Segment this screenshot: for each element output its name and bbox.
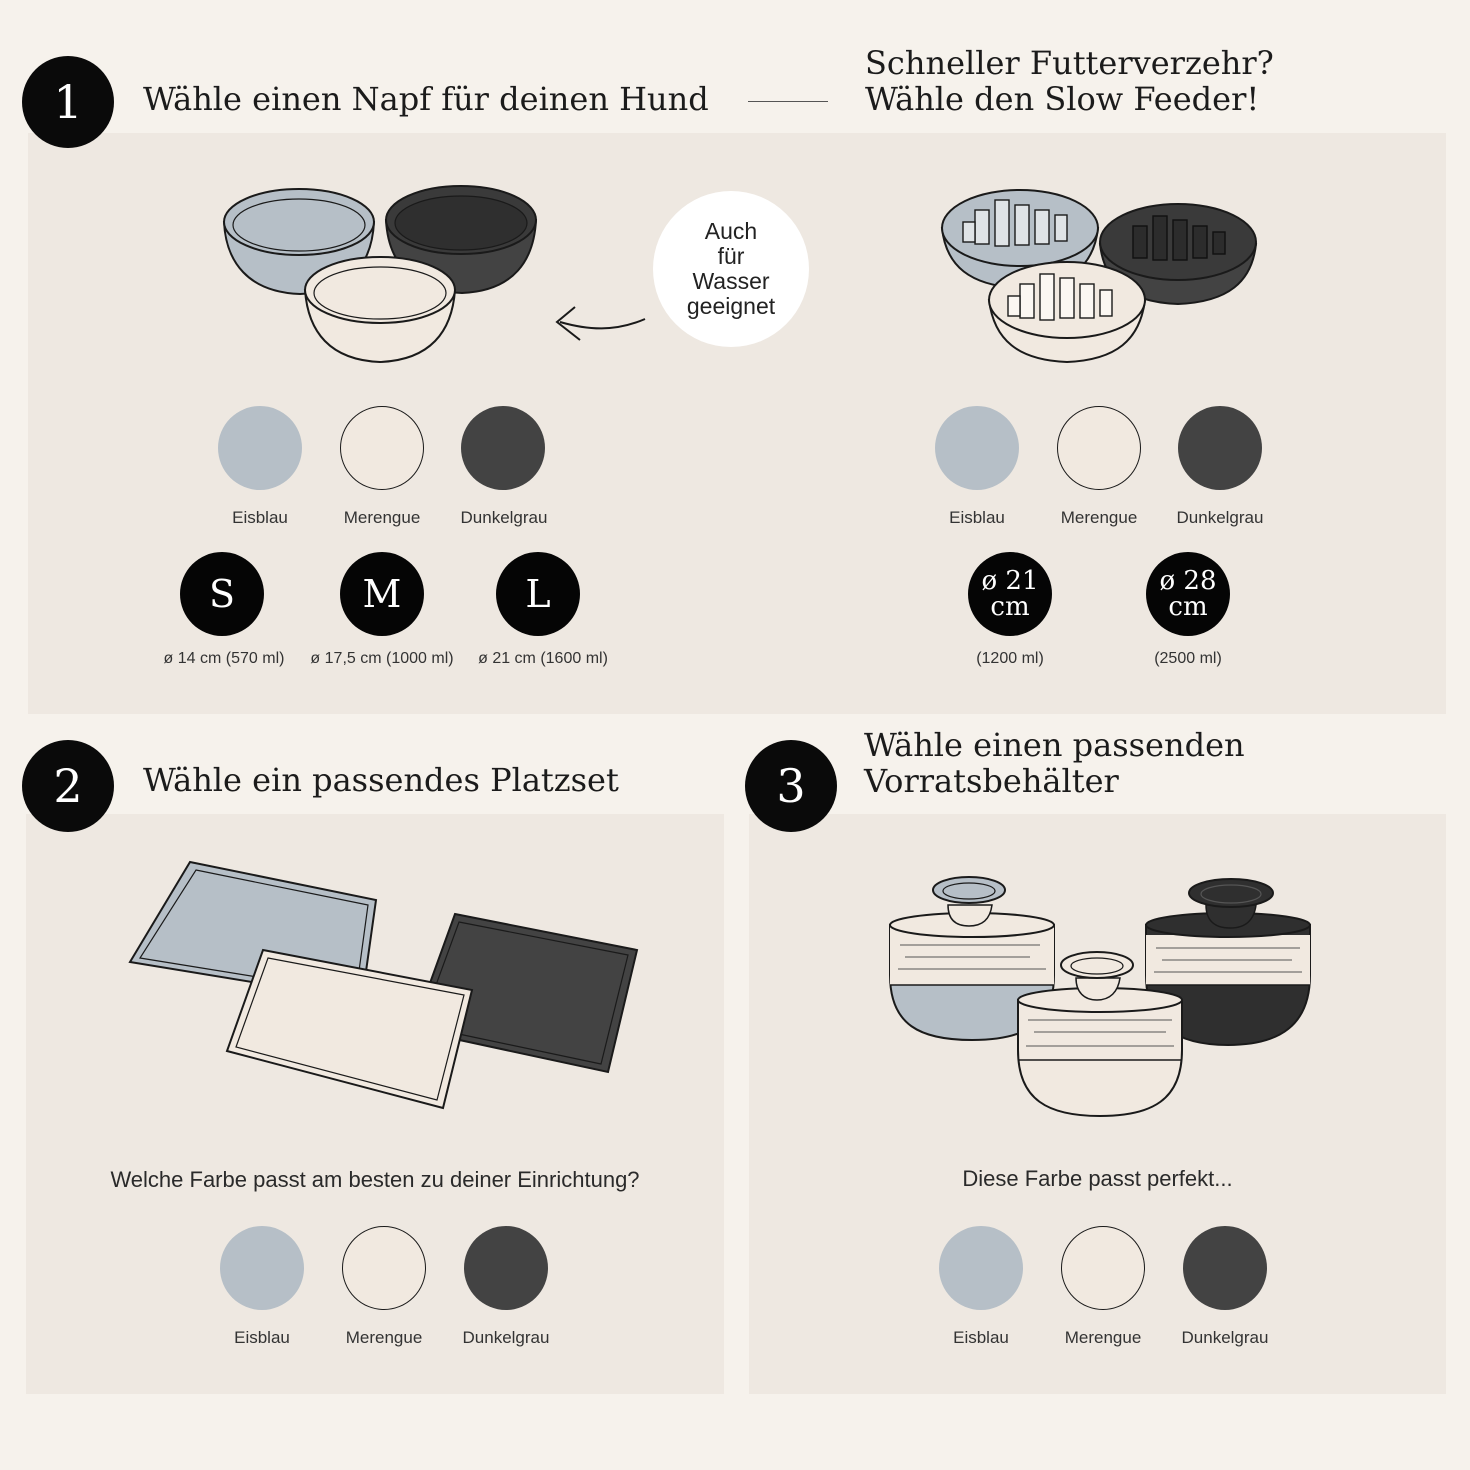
slow-feeder-size-21-line1: ø 21 (981, 566, 1039, 596)
slow-feeder-size-21-line2: cm (990, 592, 1030, 622)
step-number-2: 2 (22, 740, 114, 832)
step-number-3: 3 (745, 740, 837, 832)
size-l-badge[interactable]: L (496, 552, 580, 636)
slow-feeder-size-28-label: (2500 ml) (1154, 650, 1222, 667)
heading-divider (748, 101, 828, 102)
swatch-label-merengue: Merengue (343, 508, 421, 527)
swatch-eisblau[interactable] (218, 406, 302, 490)
placemat-label-eisblau: Eisblau (234, 1328, 290, 1347)
section2-title: Wähle ein passendes Platzset (143, 761, 619, 799)
water-suitable-bubble: Auch für Wasser geeignet (653, 191, 809, 347)
placemat-swatch-eisblau[interactable] (220, 1226, 304, 1310)
size-m-label: ø 17,5 cm (1000 ml) (310, 650, 454, 667)
slow-feeder-size-28-line1: ø 28 (1159, 566, 1217, 596)
swatch-label-dunkelgrau: Dunkelgrau (460, 508, 548, 527)
slow-feeder-size-21-label: (1200 ml) (976, 650, 1044, 667)
bubble-line-1: Auch (704, 218, 758, 244)
slow-feeder-swatch-merengue[interactable] (1057, 406, 1141, 490)
placemat-swatch-dunkelgrau[interactable] (464, 1226, 548, 1310)
bubble-line-4: geeignet (686, 293, 776, 319)
size-m-badge[interactable]: M (340, 552, 424, 636)
slow-feeder-size-28-badge[interactable]: ø 28 cm (1146, 552, 1230, 636)
slow-feeder-size-28-line2: cm (1168, 592, 1208, 622)
container-swatch-eisblau[interactable] (939, 1226, 1023, 1310)
slow-feeder-label-merengue: Merengue (1060, 508, 1138, 527)
slow-feeder-swatch-eisblau[interactable] (935, 406, 1019, 490)
container-swatch-dunkelgrau[interactable] (1183, 1226, 1267, 1310)
slow-feeder-size-21-badge[interactable]: ø 21 cm (968, 552, 1052, 636)
slow-feeder-title-line1: Schneller Futterverzehr? (865, 44, 1274, 82)
swatch-merengue[interactable] (340, 406, 424, 490)
container-label-eisblau: Eisblau (953, 1328, 1009, 1347)
size-s-badge[interactable]: S (180, 552, 264, 636)
section3-title-line1: Wähle einen passenden (864, 726, 1245, 764)
swatch-label-eisblau: Eisblau (232, 508, 288, 527)
placemat-color-question: Welche Farbe passt am besten zu deiner E… (110, 1167, 640, 1192)
bubble-line-3: Wasser (692, 268, 770, 294)
placemat-label-merengue: Merengue (345, 1328, 423, 1347)
container-label-merengue: Merengue (1064, 1328, 1142, 1347)
slow-feeder-label-eisblau: Eisblau (949, 508, 1005, 527)
size-l-label: ø 21 cm (1600 ml) (478, 650, 608, 667)
section1-title: Wähle einen Napf für deinen Hund (143, 80, 709, 118)
slow-feeder-title-line2: Wähle den Slow Feeder! (865, 80, 1260, 118)
placemat-label-dunkelgrau: Dunkelgrau (462, 1328, 550, 1347)
slow-feeder-swatch-dunkelgrau[interactable] (1178, 406, 1262, 490)
slow-feeder-label-dunkelgrau: Dunkelgrau (1176, 508, 1264, 527)
bubble-line-2: für (717, 243, 745, 269)
step-number-1: 1 (22, 56, 114, 148)
section3-title-line2: Vorratsbehälter (864, 762, 1119, 800)
container-swatch-merengue[interactable] (1061, 1226, 1145, 1310)
placemat-swatch-merengue[interactable] (342, 1226, 426, 1310)
container-color-hint: Diese Farbe passt perfekt... (962, 1166, 1233, 1191)
swatch-dunkelgrau[interactable] (461, 406, 545, 490)
container-label-dunkelgrau: Dunkelgrau (1181, 1328, 1269, 1347)
size-s-label: ø 14 cm (570 ml) (163, 650, 285, 667)
